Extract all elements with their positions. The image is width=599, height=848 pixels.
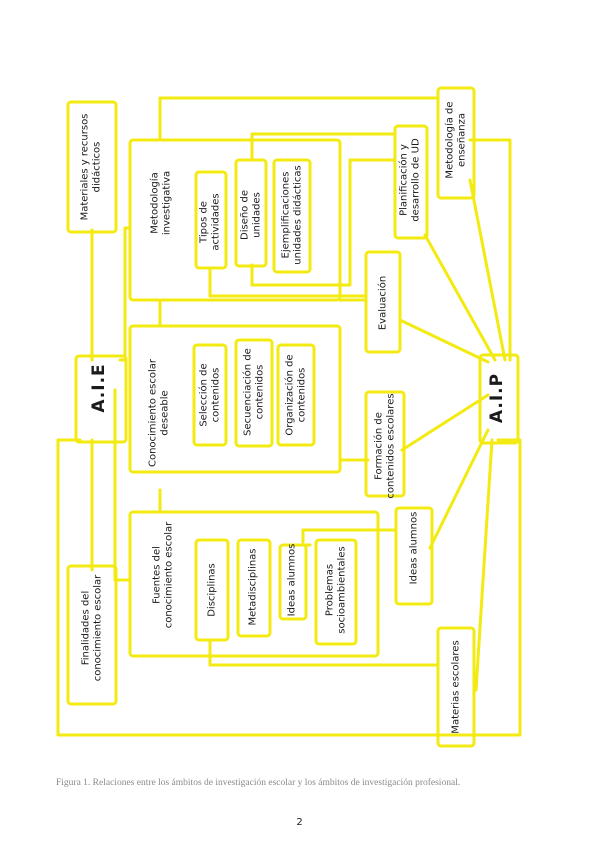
metadisciplinas-box [236, 538, 272, 638]
aip-box [478, 353, 520, 445]
connector-ejemp-planif [250, 132, 397, 162]
ideas-alumnos-inner-label: Ideas alumnos [286, 543, 298, 617]
page-number: 2 [296, 817, 303, 828]
connector-ideas-aip [428, 428, 490, 550]
secuenciacion-box [234, 338, 274, 448]
evaluacion-box [364, 250, 402, 354]
connector-outer-right [468, 138, 512, 362]
connector-tipos-evaluacion [208, 266, 368, 298]
ideas-alumnos-box [394, 506, 434, 606]
connector-aie-fuentes [113, 388, 132, 582]
ideas-alumnos-label: Ideas alumnos [408, 511, 420, 585]
connector-planificacion-aip [423, 233, 497, 362]
aie-label: A.I.E [89, 363, 110, 413]
connector-materias-aip [474, 438, 494, 692]
tipos-actividades-box [194, 170, 228, 270]
connector-problemas-ideas [301, 528, 398, 544]
finalidades-box [66, 564, 118, 706]
connector-diseno-planif [250, 158, 397, 287]
problemas-box [314, 538, 358, 646]
connector-formacion-aip [400, 393, 490, 452]
disciplinas-box [194, 538, 230, 642]
planificacion-box [393, 124, 429, 240]
connector-disciplinas-materias [208, 638, 440, 667]
organizacion-box [276, 343, 316, 447]
fuentes-box [128, 510, 380, 658]
aie-box [74, 354, 128, 444]
connector-outer-loop [56, 438, 522, 737]
connector-ensenanza-aip [468, 178, 507, 362]
figure-caption: Figura 1. Relaciones entre los ámbitos d… [56, 778, 461, 788]
evaluacion-label: Evaluación [377, 275, 389, 331]
materias-escolares-label: Materias escolares [450, 640, 462, 734]
metodologia-investigativa-box [128, 138, 342, 302]
ejemplificaciones-box [272, 158, 312, 274]
seleccion-box [192, 343, 228, 447]
connector-aie-conocimiento [118, 226, 132, 362]
disciplinas-label: Disciplinas [206, 563, 218, 617]
connector-evaluacion-aip [398, 318, 490, 364]
diseno-unidades-box [234, 158, 268, 268]
conocimiento-deseable-box [128, 324, 342, 474]
materias-escolares-box [436, 626, 476, 748]
materiales-recursos-box [66, 100, 118, 234]
formacion-box [364, 390, 406, 498]
ideas-alumnos-inner-box [278, 543, 308, 621]
aip-label: A.I.P [487, 372, 508, 424]
metodologia-ensenanza-box [436, 86, 476, 200]
metadisciplinas-label: Metadisciplinas [247, 548, 259, 626]
